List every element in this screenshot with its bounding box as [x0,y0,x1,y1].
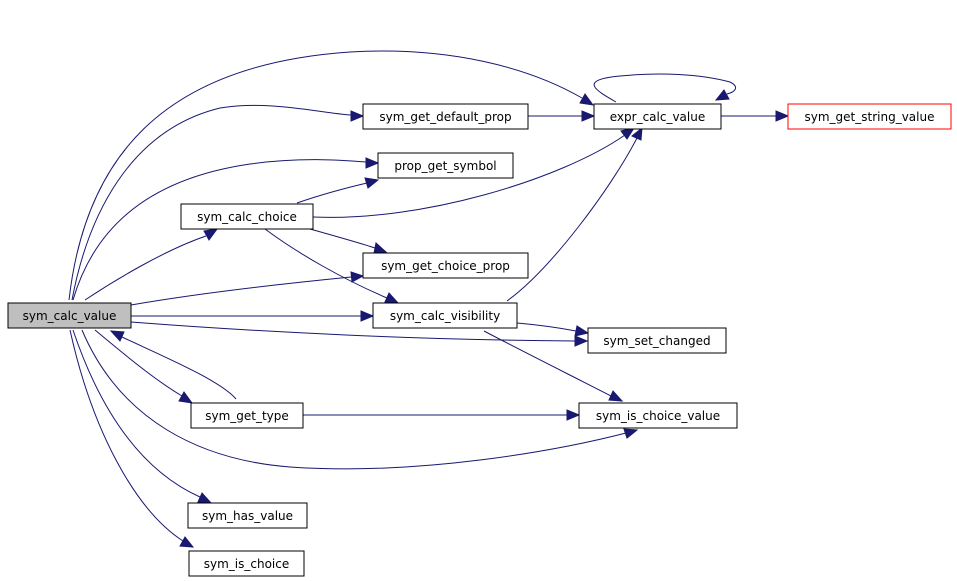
svg-text:sym_calc_value: sym_calc_value [23,309,117,323]
edge-sym_calc_value-to-sym_calc_visibility [131,310,375,322]
svg-text:sym_set_changed: sym_set_changed [603,334,710,348]
svg-text:sym_calc_visibility: sym_calc_visibility [390,309,500,323]
svg-text:sym_get_default_prop: sym_get_default_prop [379,110,511,124]
svg-text:sym_get_type: sym_get_type [205,409,289,423]
edge-sym_calc_value-to-sym_get_type [94,329,194,404]
edge-sym_calc_value-to-sym_is_choice [69,329,195,548]
edge-expr_calc_value-to-sym_get_string_value [721,110,790,122]
edge-sym_calc_choice-to-sym_get_choice_prop [309,228,388,254]
node-sym_calc_choice[interactable]: sym_calc_choice [180,203,314,230]
node-sym_get_type[interactable]: sym_get_type [190,402,304,429]
svg-text:expr_calc_value: expr_calc_value [610,110,705,124]
node-sym_calc_visibility[interactable]: sym_calc_visibility [372,302,518,329]
edge-sym_calc_value-to-sym_get_default_prop [71,104,365,301]
edge-sym_calc_value-to-sym_has_value [72,329,213,504]
edge-sym_calc_value-to-sym_get_choice_prop [130,271,365,306]
node-sym_calc_value[interactable]: sym_calc_value [7,302,132,329]
node-sym_get_default_prop[interactable]: sym_get_default_prop [362,103,529,130]
edge-sym_calc_value-to-sym_calc_choice [84,228,219,301]
svg-text:sym_get_choice_prop: sym_get_choice_prop [381,259,510,273]
node-sym_has_value[interactable]: sym_has_value [187,502,308,529]
edge-sym_calc_visibility-to-expr_calc_value [506,126,643,302]
node-sym_get_choice_prop[interactable]: sym_get_choice_prop [362,252,529,279]
node-prop_get_symbol[interactable]: prop_get_symbol [377,152,514,179]
node-sym_is_choice_value[interactable]: sym_is_choice_value [578,402,738,429]
svg-text:sym_calc_choice: sym_calc_choice [197,210,297,224]
edge-sym_get_type-to-sym_is_choice_value [303,409,581,421]
node-sym_get_string_value[interactable]: sym_get_string_value [787,103,952,130]
edge-sym_calc_value-to-expr_calc_value [68,50,595,301]
node-sym_is_choice[interactable]: sym_is_choice [188,550,305,577]
edge-expr_calc_value-self-loop [593,73,737,103]
edge-sym_calc_visibility-to-sym_is_choice_value [483,330,624,402]
svg-text:sym_is_choice: sym_is_choice [204,557,290,571]
edge-sym_calc_visibility-to-sym_set_changed [516,322,590,337]
node-expr_calc_value[interactable]: expr_calc_value [593,103,722,130]
edge-sym_calc_choice-to-prop_get_symbol [296,177,380,204]
svg-text:sym_is_choice_value: sym_is_choice_value [596,409,720,423]
svg-text:sym_get_string_value: sym_get_string_value [805,110,935,124]
svg-text:prop_get_symbol: prop_get_symbol [394,159,496,173]
edge-sym_calc_value-to-sym_is_choice_value [81,329,639,470]
edge-sym_get_default_prop-to-expr_calc_value [528,110,596,122]
svg-text:sym_has_value: sym_has_value [202,509,293,523]
edge-sym_get_type-to-sym_calc_value [109,330,237,400]
node-sym_set_changed[interactable]: sym_set_changed [587,327,727,354]
edge-sym_calc_value-to-sym_set_changed [130,321,589,347]
edge-sym_calc_value-to-prop_get_symbol [72,157,380,301]
